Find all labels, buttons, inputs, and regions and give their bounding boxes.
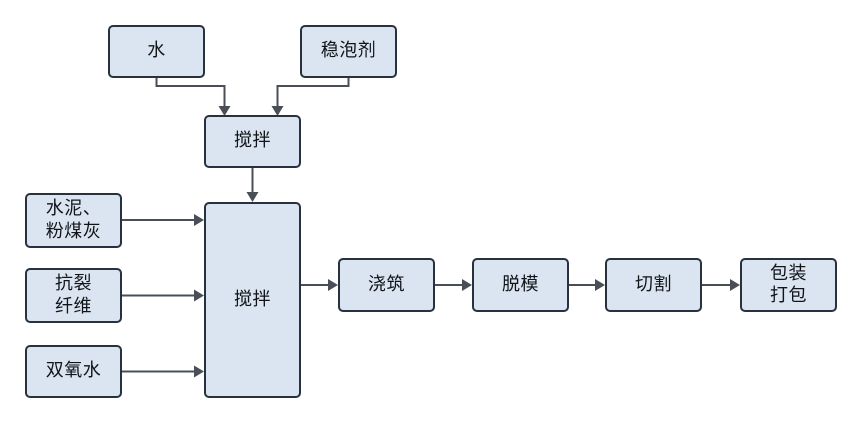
edge-mix1-to-mix2 (246, 168, 259, 202)
node-packaging[interactable]: 包装 打包 (740, 258, 837, 312)
node-water[interactable]: 水 (108, 25, 205, 78)
node-stabilizer[interactable]: 稳泡剂 (300, 25, 397, 78)
node-demolding[interactable]: 脱模 (472, 258, 569, 312)
edge-cut-to-package (702, 279, 740, 291)
node-anticrack-fiber[interactable]: 抗裂 纤维 (25, 268, 122, 323)
edge-demold-to-cut (569, 279, 605, 291)
edge-stabilizer-to-mix1 (271, 78, 350, 116)
node-cement-flyash[interactable]: 水泥、 粉煤灰 (25, 193, 122, 248)
node-cutting[interactable]: 切割 (605, 258, 702, 312)
node-mixing-second[interactable]: 搅拌 (204, 202, 301, 398)
edge-cement-to-mix2 (122, 214, 204, 226)
node-hydrogen-peroxide[interactable]: 双氧水 (25, 345, 122, 398)
edge-pour-to-demold (435, 279, 472, 291)
edge-mix2-to-pour (301, 279, 338, 291)
node-pouring[interactable]: 浇筑 (338, 258, 435, 312)
edge-peroxide-to-mix2 (122, 365, 204, 378)
edge-water-to-mix1 (155, 78, 231, 116)
edge-fiber-to-mix2 (122, 289, 204, 302)
node-mixing-first[interactable]: 搅拌 (204, 115, 301, 168)
